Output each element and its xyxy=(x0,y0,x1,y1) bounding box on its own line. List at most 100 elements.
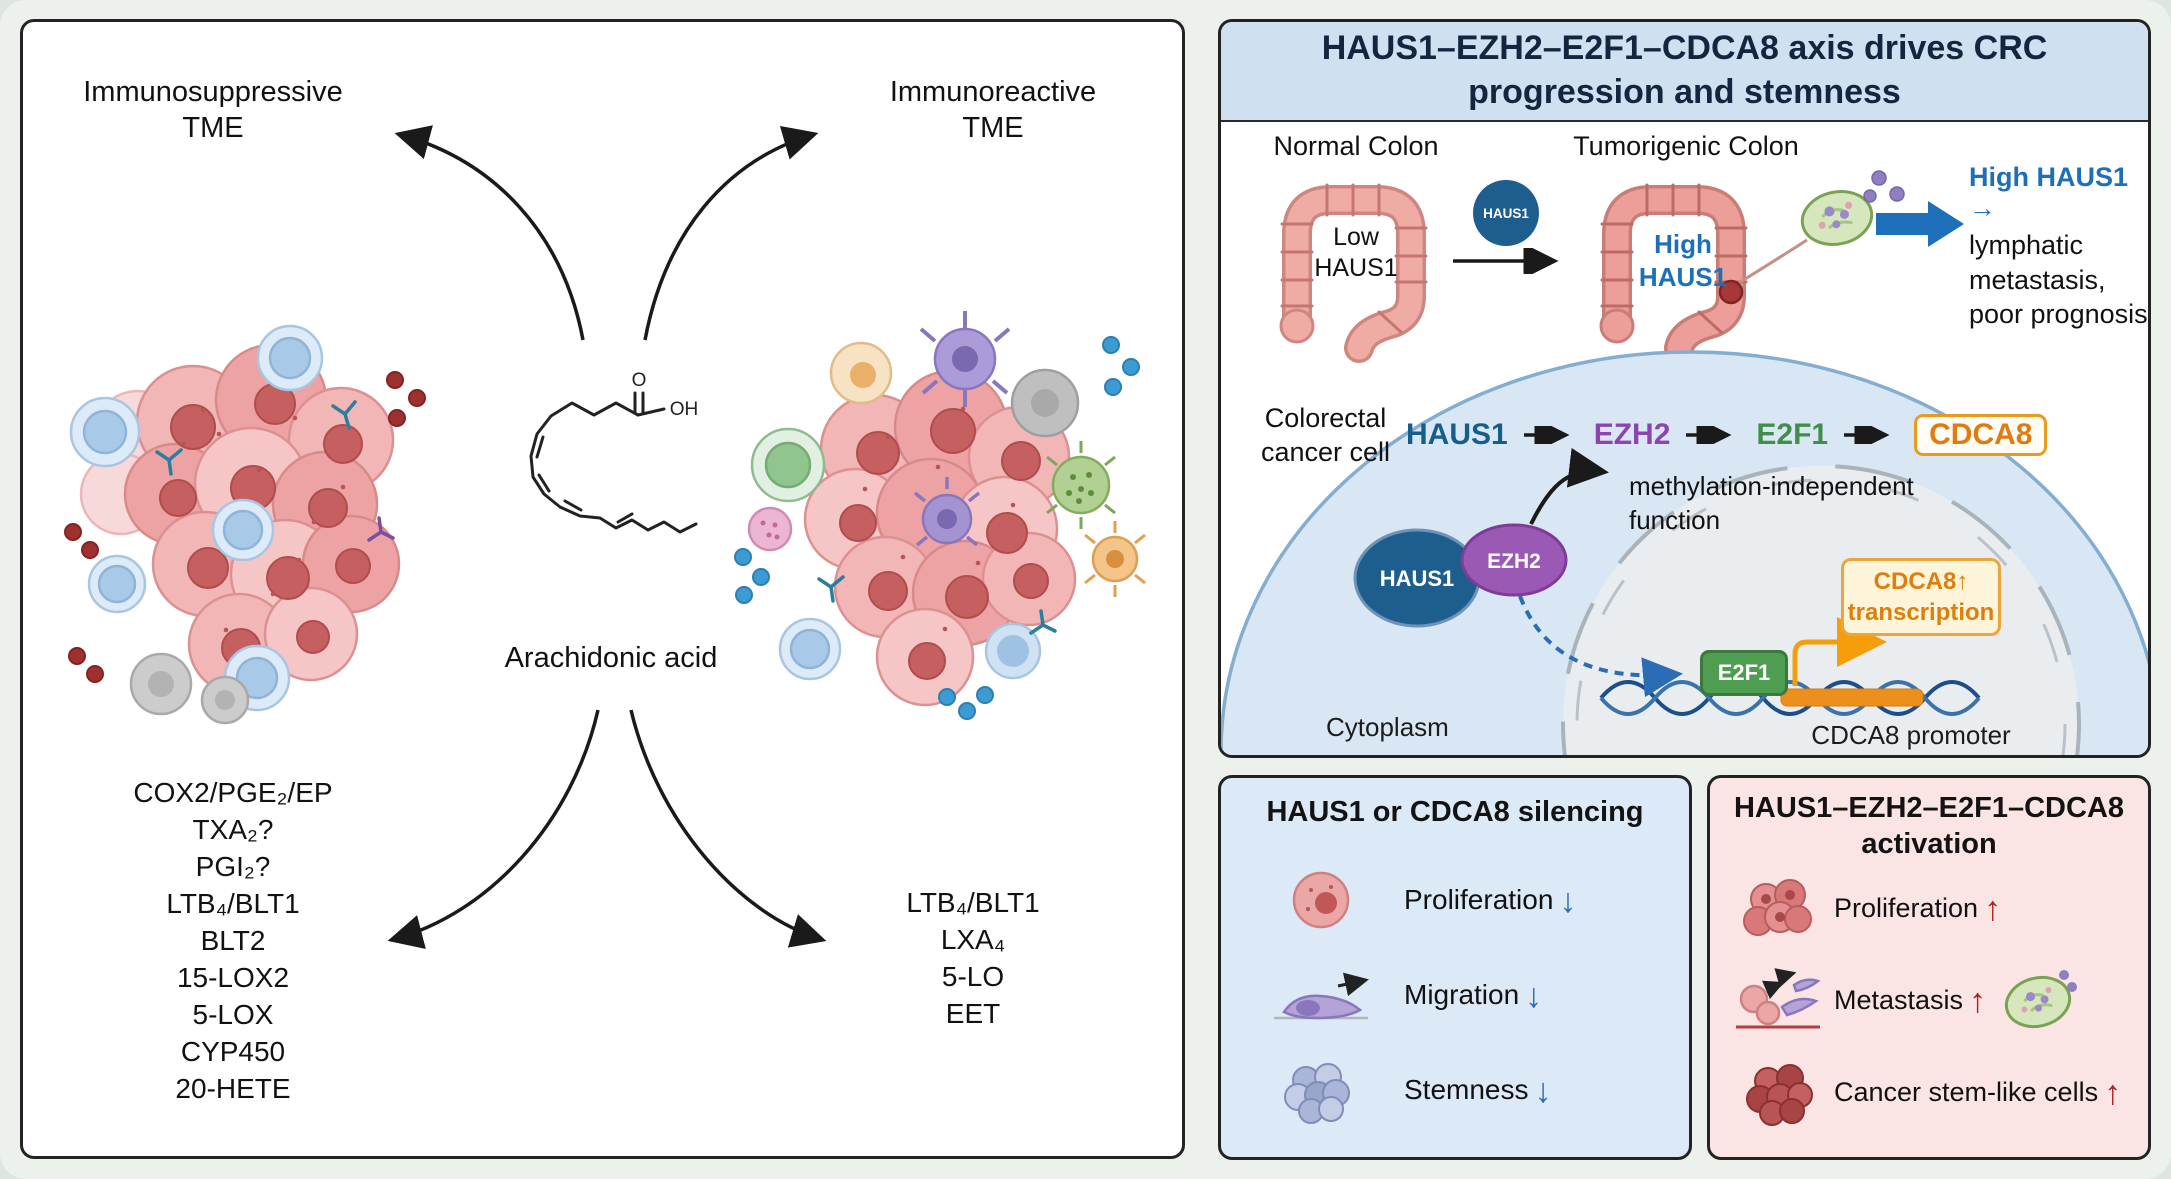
pathway-e2f1: E2F1 xyxy=(1756,418,1829,451)
effect-row: Proliferation ↑ xyxy=(1732,873,2140,943)
effect-label: Proliferation xyxy=(1834,892,1979,923)
tme-arachidonic-panel: Immunosuppressive TME Immunoreactive TME xyxy=(20,19,1185,1159)
arrow-to-immunoreactive xyxy=(643,125,819,341)
normal-colon-label: Normal Colon xyxy=(1273,131,1439,161)
mediator-item: EET xyxy=(945,998,1001,1029)
effect-row: Metastasis ↑ xyxy=(1732,965,2140,1035)
immunosuppressive-cell-cluster-illustration xyxy=(64,324,426,725)
immune-particles xyxy=(1863,170,1905,203)
arachidonic-acid-label: Arachidonic acid xyxy=(504,642,718,674)
migration-cell-icon xyxy=(1274,972,1369,1020)
mediator-item: CYP450 xyxy=(180,1036,286,1067)
green-ring-cell xyxy=(750,427,826,503)
cdca8-promoter-label: CDCA8 promoter xyxy=(1811,720,2011,750)
effect-row: Migration ↓ xyxy=(1266,958,1664,1032)
pathway-arrow-icon xyxy=(1686,426,1732,444)
mediator-item: LXA₄ xyxy=(940,924,1006,955)
mediator-item: COX2/PGE₂/EP xyxy=(133,777,333,808)
increase-arrow-icon: ↑ xyxy=(2104,1073,2122,1112)
immunosuppressive-tme-label: Immunosuppressive TME xyxy=(83,76,343,145)
mediator-item: TXA₂? xyxy=(192,814,274,845)
arachidonic-acid-structure: O OH xyxy=(529,370,699,534)
mediator-item: BLT2 xyxy=(200,925,266,956)
cytoplasm-label: Cytoplasm xyxy=(1326,712,1449,742)
metastasis-cells-icon xyxy=(1736,968,1821,1029)
immunoreactive-cell-cluster-illustration xyxy=(734,311,1146,720)
haus1-protein-oval: HAUS1 xyxy=(1353,528,1481,628)
pale-orange-cell xyxy=(829,341,893,405)
decrease-arrow-icon: ↓ xyxy=(1534,1071,1552,1110)
outcome-block: High HAUS1 → lymphatic metastasis, poor … xyxy=(1969,162,2148,332)
mediator-item: 20-HETE xyxy=(175,1073,291,1104)
light-blue-cell xyxy=(984,622,1042,680)
increase-arrow-icon: ↑ xyxy=(1969,981,1987,1020)
immunoreactive-mediator-list: LTB₄/BLT1 LXA₄ 5-LO EET xyxy=(813,884,1133,1032)
effect-label: Stemness xyxy=(1404,1074,1529,1105)
cancer-stem-cells-icon xyxy=(1746,1064,1813,1126)
mediator-item: 5-LO xyxy=(941,961,1005,992)
pathway-cdca8-box: CDCA8 xyxy=(1914,414,2048,456)
progression-arrow xyxy=(1453,248,1559,274)
cell-speckles xyxy=(862,406,1016,632)
mediator-item: 5-LOX xyxy=(192,999,274,1030)
haustra-ticks xyxy=(1280,183,1428,334)
immunosuppressive-mediator-list: COX2/PGE₂/EP TXA₂? PGI₂? LTB₄/BLT1 BLT2 … xyxy=(78,774,388,1107)
receptor-icons xyxy=(817,575,1057,635)
silencing-box-title: HAUS1 or CDCA8 silencing xyxy=(1266,796,1644,828)
pathway-haus1: HAUS1 xyxy=(1406,418,1508,451)
haus1-badge: HAUS1 xyxy=(1473,180,1539,246)
dendritic-cell-purple xyxy=(919,311,1011,407)
cdca8-promoter-bar xyxy=(1780,688,1924,707)
effect-row: Cancer stem-like cells ↑ xyxy=(1732,1057,2140,1127)
gray-cell xyxy=(1010,368,1080,438)
immunoreactive-tme-label: Immunoreactive TME xyxy=(889,76,1097,145)
ezh2-function-arrow xyxy=(1529,447,1609,525)
haus1-protein-label: HAUS1 xyxy=(1380,566,1455,591)
arrow-to-left-mediators xyxy=(387,709,600,949)
tumor-cell-nuclei xyxy=(839,408,1049,680)
effect-label: Metastasis xyxy=(1834,984,1964,1015)
pathway-arrow-icon xyxy=(1844,426,1890,444)
receptor-icons xyxy=(155,400,395,542)
ezh2-protein-oval: EZH2 xyxy=(1460,523,1568,597)
arrow-to-immunosuppressive xyxy=(394,125,585,341)
effect-label: Migration xyxy=(1404,979,1520,1010)
activation-outcome-box: HAUS1–EZH2–E2F1–CDCA8 activation Prolife… xyxy=(1707,775,2151,1160)
tumorigenic-colon-illustration xyxy=(1599,170,1905,363)
macrophage-cells-gray xyxy=(129,652,250,725)
blue-cell xyxy=(778,617,842,681)
mediator-item: LTB₄/BLT1 xyxy=(166,888,300,919)
activation-box-title: HAUS1–EZH2–E2F1–CDCA8 activation xyxy=(1733,792,2125,861)
pathway-row: HAUS1 EZH2 E2F1 CDCA8 xyxy=(1406,412,2048,458)
lymph-node-icon xyxy=(2004,970,2078,1029)
lymphatic-vessel xyxy=(1736,238,1808,286)
high-haus1-label: High HAUS1 xyxy=(1638,229,1728,292)
effect-label: Cancer stem-like cells xyxy=(1834,1076,2099,1107)
mediator-item: PGI₂? xyxy=(195,851,271,882)
effect-label: Proliferation xyxy=(1404,884,1554,915)
haus1-axis-panel: HAUS1–EZH2–E2F1–CDCA8 axis drives CRC pr… xyxy=(1218,19,2151,758)
decrease-arrow-icon: ↓ xyxy=(1525,976,1543,1015)
panel-title-strip: HAUS1–EZH2–E2F1–CDCA8 axis drives CRC pr… xyxy=(1221,22,2148,122)
cdca8-transcription-box: CDCA8↑ transcription xyxy=(1841,558,2001,636)
colorectal-cancer-cell-label: Colorectal cancer cell xyxy=(1260,403,1391,467)
red-mediator-particles xyxy=(64,371,426,683)
infiltrating-purple-cell xyxy=(913,477,981,547)
proliferating-cells-icon xyxy=(1743,879,1812,936)
outcome-lead: High HAUS1 → xyxy=(1969,162,2129,223)
hydroxyl-oh-label: OH xyxy=(670,399,699,420)
stemness-sphere-icon xyxy=(1284,1063,1350,1124)
effect-row: Stemness ↓ xyxy=(1266,1053,1664,1127)
branching-arrows xyxy=(387,125,827,949)
lymph-node-icon xyxy=(1800,190,1874,246)
methylation-note: methylation-independent function xyxy=(1629,471,1914,535)
effect-row: Proliferation ↓ xyxy=(1266,863,1664,937)
immune-cells xyxy=(747,311,1146,681)
tumorigenic-colon-label: Tumorigenic Colon xyxy=(1573,131,1799,161)
low-haus1-label: Low HAUS1 xyxy=(1314,223,1398,283)
orange-spiky-cell xyxy=(1084,521,1146,597)
colorectal-cancer-cell-scene: HAUS1 EZH2 xyxy=(1221,350,2148,755)
mediator-item: 15-LOX2 xyxy=(176,962,290,993)
proliferation-cell-icon xyxy=(1292,871,1350,929)
